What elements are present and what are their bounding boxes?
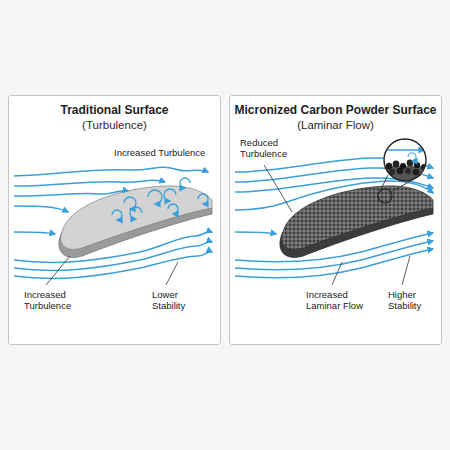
leader-lines	[264, 165, 410, 285]
flow-line	[384, 149, 424, 151]
flow-label: Increased Turbulence	[112, 146, 207, 159]
panel-ground	[229, 95, 442, 345]
flow-line	[14, 252, 212, 279]
flow-label: Higher Stability	[386, 288, 436, 312]
particle	[393, 161, 400, 168]
panel-subtitle: (Laminar Flow)	[233, 118, 438, 133]
leader-line	[402, 256, 410, 285]
magnifier-spot	[378, 189, 392, 203]
swirl	[130, 207, 142, 219]
swirl	[198, 194, 208, 204]
swirl	[180, 178, 190, 188]
panel-ground	[8, 95, 221, 345]
airfoil-top	[282, 186, 433, 250]
leader-line	[46, 256, 70, 285]
leader-line	[264, 165, 292, 212]
particle	[413, 169, 420, 176]
flow-lines-turbulent	[14, 167, 212, 278]
swirl	[112, 210, 122, 220]
swirl	[168, 204, 178, 214]
panel-title: Micronized Carbon Powder Surface	[233, 103, 438, 118]
flow-line	[14, 206, 68, 212]
turbulence-swirls	[112, 178, 208, 220]
swirl	[408, 153, 416, 161]
airfoil-top	[61, 186, 212, 250]
flow-line	[235, 249, 433, 278]
flow-line	[14, 232, 55, 234]
flow-label: Increased Laminar Flow	[304, 288, 372, 312]
flow-label: Lower Stability	[150, 288, 200, 312]
flow-line	[235, 233, 433, 262]
panel-title: Traditional Surface	[12, 103, 217, 118]
flow-label: Increased Turbulence	[22, 288, 82, 312]
flow-line	[14, 191, 128, 196]
flow-line	[235, 241, 433, 270]
particle	[414, 162, 420, 168]
panel-subtitle: (Turbulence)	[12, 118, 217, 133]
swirl	[148, 190, 162, 204]
flow-line	[235, 232, 276, 234]
flow-line	[14, 242, 212, 271]
flow-label: Reduced Turbulence	[238, 136, 298, 160]
magnifier-rim	[384, 139, 426, 181]
flow-lines-laminar	[235, 158, 433, 278]
leader-line	[332, 262, 342, 285]
flow-line	[14, 180, 165, 186]
leader-line	[166, 262, 178, 285]
leader-lines	[46, 256, 178, 285]
flow-line	[14, 167, 208, 176]
particle	[405, 168, 411, 174]
swirl	[164, 189, 176, 201]
particle	[397, 168, 404, 175]
particle	[386, 163, 392, 169]
magnifier	[378, 139, 430, 203]
